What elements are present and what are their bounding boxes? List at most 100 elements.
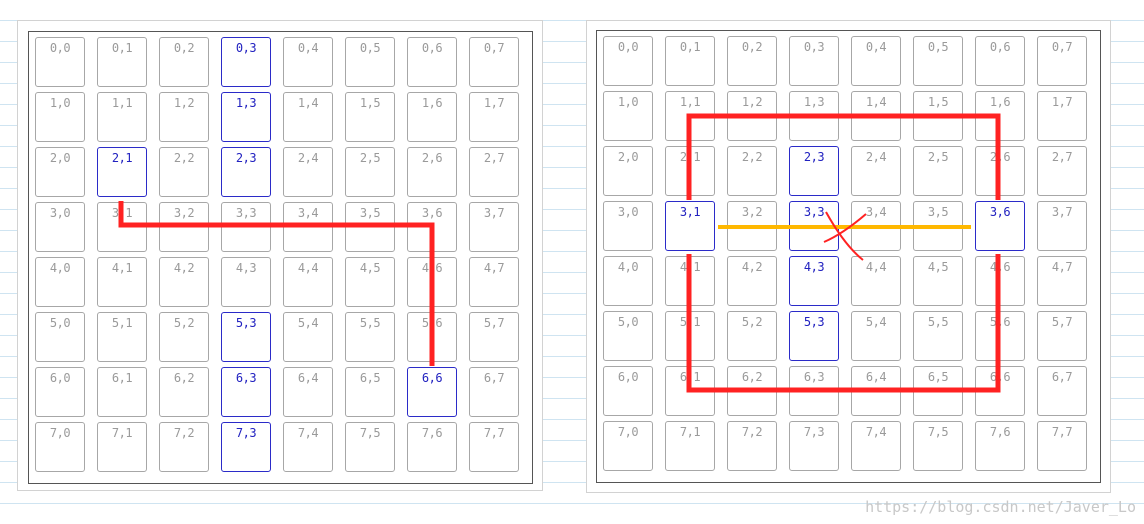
cell-7-1[interactable]: 7,1: [97, 422, 147, 472]
cell-1-7[interactable]: 1,7: [1037, 91, 1087, 141]
cell-1-7[interactable]: 1,7: [469, 92, 519, 142]
cell-2-5[interactable]: 2,5: [345, 147, 395, 197]
cell-2-6[interactable]: 2,6: [407, 147, 457, 197]
cell-4-3[interactable]: 4,3: [221, 257, 271, 307]
cell-7-5[interactable]: 7,5: [913, 421, 963, 471]
cell-4-6[interactable]: 4,6: [975, 256, 1025, 306]
cell-2-2[interactable]: 2,2: [727, 146, 777, 196]
cell-0-2[interactable]: 0,2: [159, 37, 209, 87]
cell-7-0[interactable]: 7,0: [35, 422, 85, 472]
cell-5-7[interactable]: 5,7: [1037, 311, 1087, 361]
cell-6-2[interactable]: 6,2: [727, 366, 777, 416]
cell-3-0[interactable]: 3,0: [603, 201, 653, 251]
cell-2-0[interactable]: 2,0: [35, 147, 85, 197]
cell-2-7[interactable]: 2,7: [469, 147, 519, 197]
cell-3-3[interactable]: 3,3: [221, 202, 271, 252]
cell-4-2[interactable]: 4,2: [727, 256, 777, 306]
cell-1-2[interactable]: 1,2: [727, 91, 777, 141]
cell-6-6[interactable]: 6,6: [407, 367, 457, 417]
cell-4-7[interactable]: 4,7: [469, 257, 519, 307]
cell-6-0[interactable]: 6,0: [603, 366, 653, 416]
cell-5-2[interactable]: 5,2: [727, 311, 777, 361]
cell-3-5[interactable]: 3,5: [345, 202, 395, 252]
cell-6-1[interactable]: 6,1: [665, 366, 715, 416]
cell-5-4[interactable]: 5,4: [283, 312, 333, 362]
cell-7-7[interactable]: 7,7: [1037, 421, 1087, 471]
cell-1-5[interactable]: 1,5: [913, 91, 963, 141]
cell-4-5[interactable]: 4,5: [913, 256, 963, 306]
cell-0-3[interactable]: 0,3: [221, 37, 271, 87]
cell-0-1[interactable]: 0,1: [665, 36, 715, 86]
cell-6-4[interactable]: 6,4: [851, 366, 901, 416]
cell-7-4[interactable]: 7,4: [851, 421, 901, 471]
cell-3-5[interactable]: 3,5: [913, 201, 963, 251]
cell-1-4[interactable]: 1,4: [283, 92, 333, 142]
cell-1-1[interactable]: 1,1: [665, 91, 715, 141]
cell-1-6[interactable]: 1,6: [407, 92, 457, 142]
cell-3-0[interactable]: 3,0: [35, 202, 85, 252]
cell-5-1[interactable]: 5,1: [97, 312, 147, 362]
cell-0-0[interactable]: 0,0: [603, 36, 653, 86]
cell-3-2[interactable]: 3,2: [159, 202, 209, 252]
cell-7-6[interactable]: 7,6: [407, 422, 457, 472]
cell-4-4[interactable]: 4,4: [283, 257, 333, 307]
cell-3-4[interactable]: 3,4: [851, 201, 901, 251]
cell-5-2[interactable]: 5,2: [159, 312, 209, 362]
cell-5-0[interactable]: 5,0: [603, 311, 653, 361]
cell-1-5[interactable]: 1,5: [345, 92, 395, 142]
cell-7-2[interactable]: 7,2: [727, 421, 777, 471]
cell-2-0[interactable]: 2,0: [603, 146, 653, 196]
cell-5-5[interactable]: 5,5: [345, 312, 395, 362]
cell-6-1[interactable]: 6,1: [97, 367, 147, 417]
cell-6-5[interactable]: 6,5: [345, 367, 395, 417]
cell-6-7[interactable]: 6,7: [1037, 366, 1087, 416]
cell-5-5[interactable]: 5,5: [913, 311, 963, 361]
cell-5-7[interactable]: 5,7: [469, 312, 519, 362]
cell-4-1[interactable]: 4,1: [665, 256, 715, 306]
cell-3-6[interactable]: 3,6: [975, 201, 1025, 251]
cell-0-5[interactable]: 0,5: [345, 37, 395, 87]
cell-7-5[interactable]: 7,5: [345, 422, 395, 472]
cell-1-0[interactable]: 1,0: [35, 92, 85, 142]
cell-0-3[interactable]: 0,3: [789, 36, 839, 86]
cell-0-2[interactable]: 0,2: [727, 36, 777, 86]
cell-5-1[interactable]: 5,1: [665, 311, 715, 361]
cell-2-7[interactable]: 2,7: [1037, 146, 1087, 196]
cell-5-4[interactable]: 5,4: [851, 311, 901, 361]
cell-4-0[interactable]: 4,0: [603, 256, 653, 306]
cell-7-6[interactable]: 7,6: [975, 421, 1025, 471]
cell-3-7[interactable]: 3,7: [1037, 201, 1087, 251]
cell-4-4[interactable]: 4,4: [851, 256, 901, 306]
cell-0-5[interactable]: 0,5: [913, 36, 963, 86]
cell-2-1[interactable]: 2,1: [97, 147, 147, 197]
cell-3-7[interactable]: 3,7: [469, 202, 519, 252]
cell-4-0[interactable]: 4,0: [35, 257, 85, 307]
cell-0-4[interactable]: 0,4: [851, 36, 901, 86]
cell-7-4[interactable]: 7,4: [283, 422, 333, 472]
cell-2-3[interactable]: 2,3: [789, 146, 839, 196]
cell-3-3[interactable]: 3,3: [789, 201, 839, 251]
cell-4-5[interactable]: 4,5: [345, 257, 395, 307]
cell-7-7[interactable]: 7,7: [469, 422, 519, 472]
cell-5-6[interactable]: 5,6: [407, 312, 457, 362]
cell-7-0[interactable]: 7,0: [603, 421, 653, 471]
cell-5-3[interactable]: 5,3: [789, 311, 839, 361]
cell-1-4[interactable]: 1,4: [851, 91, 901, 141]
cell-0-7[interactable]: 0,7: [1037, 36, 1087, 86]
cell-1-6[interactable]: 1,6: [975, 91, 1025, 141]
cell-2-4[interactable]: 2,4: [283, 147, 333, 197]
cell-6-0[interactable]: 6,0: [35, 367, 85, 417]
cell-0-6[interactable]: 0,6: [975, 36, 1025, 86]
cell-2-2[interactable]: 2,2: [159, 147, 209, 197]
cell-0-6[interactable]: 0,6: [407, 37, 457, 87]
cell-7-1[interactable]: 7,1: [665, 421, 715, 471]
cell-0-7[interactable]: 0,7: [469, 37, 519, 87]
cell-3-1[interactable]: 3,1: [97, 202, 147, 252]
cell-4-7[interactable]: 4,7: [1037, 256, 1087, 306]
cell-2-6[interactable]: 2,6: [975, 146, 1025, 196]
cell-6-3[interactable]: 6,3: [789, 366, 839, 416]
cell-4-1[interactable]: 4,1: [97, 257, 147, 307]
cell-5-6[interactable]: 5,6: [975, 311, 1025, 361]
cell-5-3[interactable]: 5,3: [221, 312, 271, 362]
cell-3-1[interactable]: 3,1: [665, 201, 715, 251]
